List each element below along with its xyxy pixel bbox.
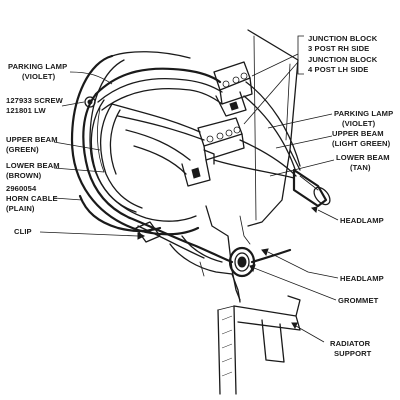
lower-bracket — [169, 235, 241, 303]
label-headlamp-upper: HEADLAMP — [340, 216, 384, 225]
label-radiator-support-line2: SUPPORT — [334, 349, 372, 358]
label-radiator-support-line1: RADIATOR — [330, 339, 371, 348]
label-junction-block-rh-line2: 3 POST RH SIDE — [308, 44, 369, 53]
label-lower-beam-right-line1: LOWER BEAM — [336, 153, 390, 162]
label-upper-beam-right-line2: (LIGHT GREEN) — [332, 139, 391, 148]
label-junction-block-lh-line1: JUNCTION BLOCK — [308, 55, 378, 64]
label-horn-cable-line3: (PLAIN) — [6, 204, 35, 213]
fender-panel — [205, 29, 301, 301]
radiator-support — [217, 295, 301, 395]
label-junction-block-rh-line1: JUNCTION BLOCK — [308, 34, 378, 43]
horn-cable — [78, 194, 162, 233]
label-upper-beam-right-line1: UPPER BEAM — [332, 129, 384, 138]
screw — [84, 96, 96, 108]
headlamp-connector — [292, 168, 331, 208]
label-grommet: GROMMET — [338, 296, 379, 305]
label-junction-block-lh-line2: 4 POST LH SIDE — [308, 65, 368, 74]
label-clip: CLIP — [14, 227, 32, 236]
clip — [135, 221, 161, 243]
label-lower-beam-right-line2: (TAN) — [350, 163, 371, 172]
label-horn-cable-line1: 2960054 — [6, 184, 37, 193]
label-lower-beam-left-line1: LOWER BEAM — [6, 161, 60, 170]
leader-lines — [39, 35, 339, 343]
label-parking-lamp-right-line2: (VIOLET) — [342, 119, 376, 128]
grommet — [228, 246, 256, 278]
wiring-harness — [82, 67, 301, 264]
label-upper-beam-left-line1: UPPER BEAM — [6, 135, 58, 144]
label-lower-beam-left-line2: (BROWN) — [6, 171, 42, 180]
label-screw-line2: 121801 LW — [6, 106, 46, 115]
label-parking-lamp-left-line2: (VIOLET) — [22, 72, 56, 81]
label-screw-line1: 127933 SCREW — [6, 96, 64, 105]
label-horn-cable-line2: HORN CABLE — [6, 194, 58, 203]
label-parking-lamp-right-line1: PARKING LAMP — [334, 109, 393, 118]
label-headlamp-lower: HEADLAMP — [340, 274, 384, 283]
label-upper-beam-left-line2: (GREEN) — [6, 145, 39, 154]
label-parking-lamp-left-line1: PARKING LAMP — [8, 62, 67, 71]
labels: JUNCTION BLOCK 3 POST RH SIDE JUNCTION B… — [6, 34, 393, 358]
junction-block-rh — [213, 61, 253, 117]
